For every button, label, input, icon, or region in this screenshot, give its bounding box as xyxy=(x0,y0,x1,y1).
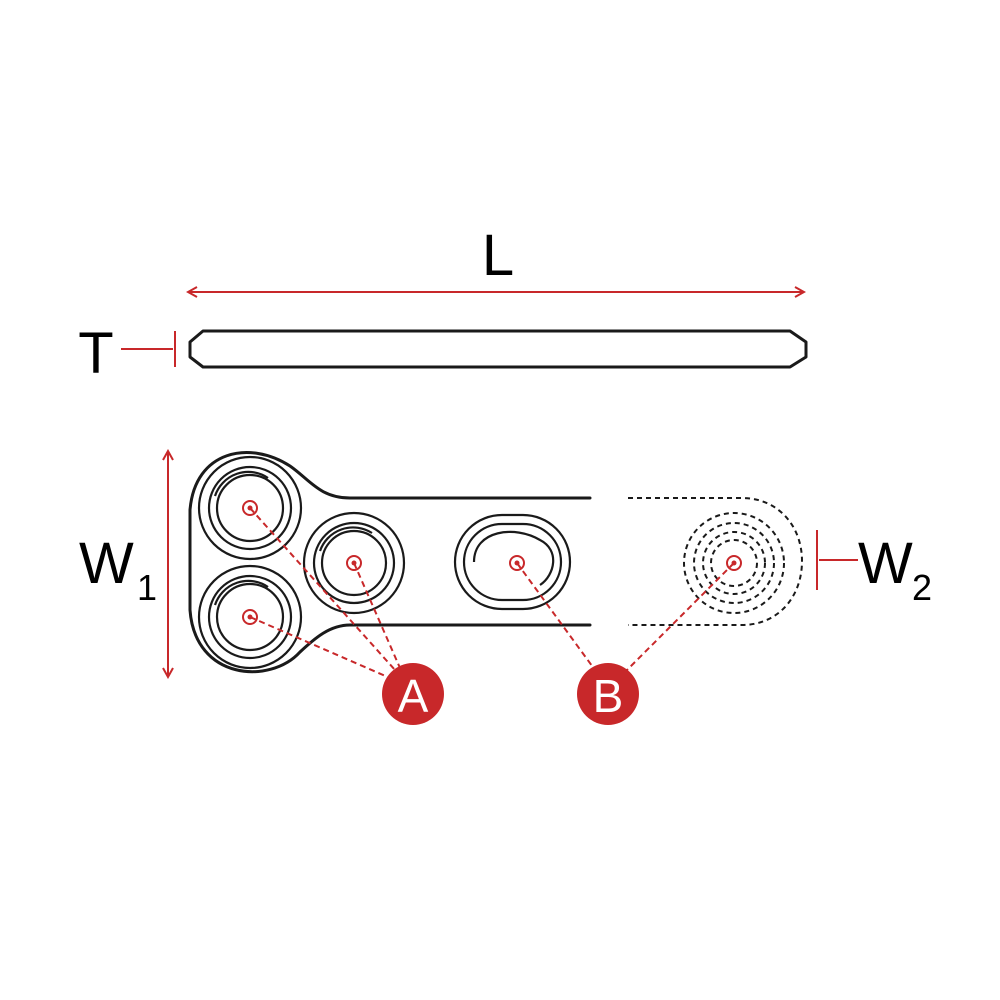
length-label: L xyxy=(482,223,514,288)
marker-a: A xyxy=(382,663,444,725)
callout-b-leaders xyxy=(509,555,742,673)
combination-slot xyxy=(453,513,572,611)
end-hole-center-mark xyxy=(726,555,742,571)
hole-1-center-mark xyxy=(242,500,258,516)
plate-head-outline xyxy=(188,451,592,674)
dashed-end-hole xyxy=(683,512,785,614)
plate-hidden-extension xyxy=(628,497,804,626)
width1-label: W xyxy=(79,531,134,596)
thickness-label: T xyxy=(78,321,113,386)
plate-side-view xyxy=(188,329,808,369)
length-dimension: L xyxy=(188,223,804,292)
plate-top-view xyxy=(188,451,804,674)
marker-b-label: B xyxy=(593,670,624,722)
locking-hole-3 xyxy=(302,511,406,615)
width1-subscript: 1 xyxy=(137,567,157,608)
thickness-dimension: T xyxy=(78,321,176,386)
width2-label: W xyxy=(858,531,913,596)
callout-a-leaders xyxy=(242,500,401,679)
width1-letter: W xyxy=(79,531,134,596)
hole-3-center-mark xyxy=(346,555,362,571)
hole-2-center-mark xyxy=(242,609,258,625)
locking-hole-1 xyxy=(197,455,303,561)
marker-a-label: A xyxy=(398,670,429,722)
width2-dimension: W 2 xyxy=(816,530,932,608)
slot-center-mark xyxy=(509,555,525,571)
locking-hole-2 xyxy=(197,564,303,670)
width1-dimension: W 1 xyxy=(79,451,168,677)
marker-b: B xyxy=(577,663,639,725)
width2-subscript: 2 xyxy=(912,567,932,608)
